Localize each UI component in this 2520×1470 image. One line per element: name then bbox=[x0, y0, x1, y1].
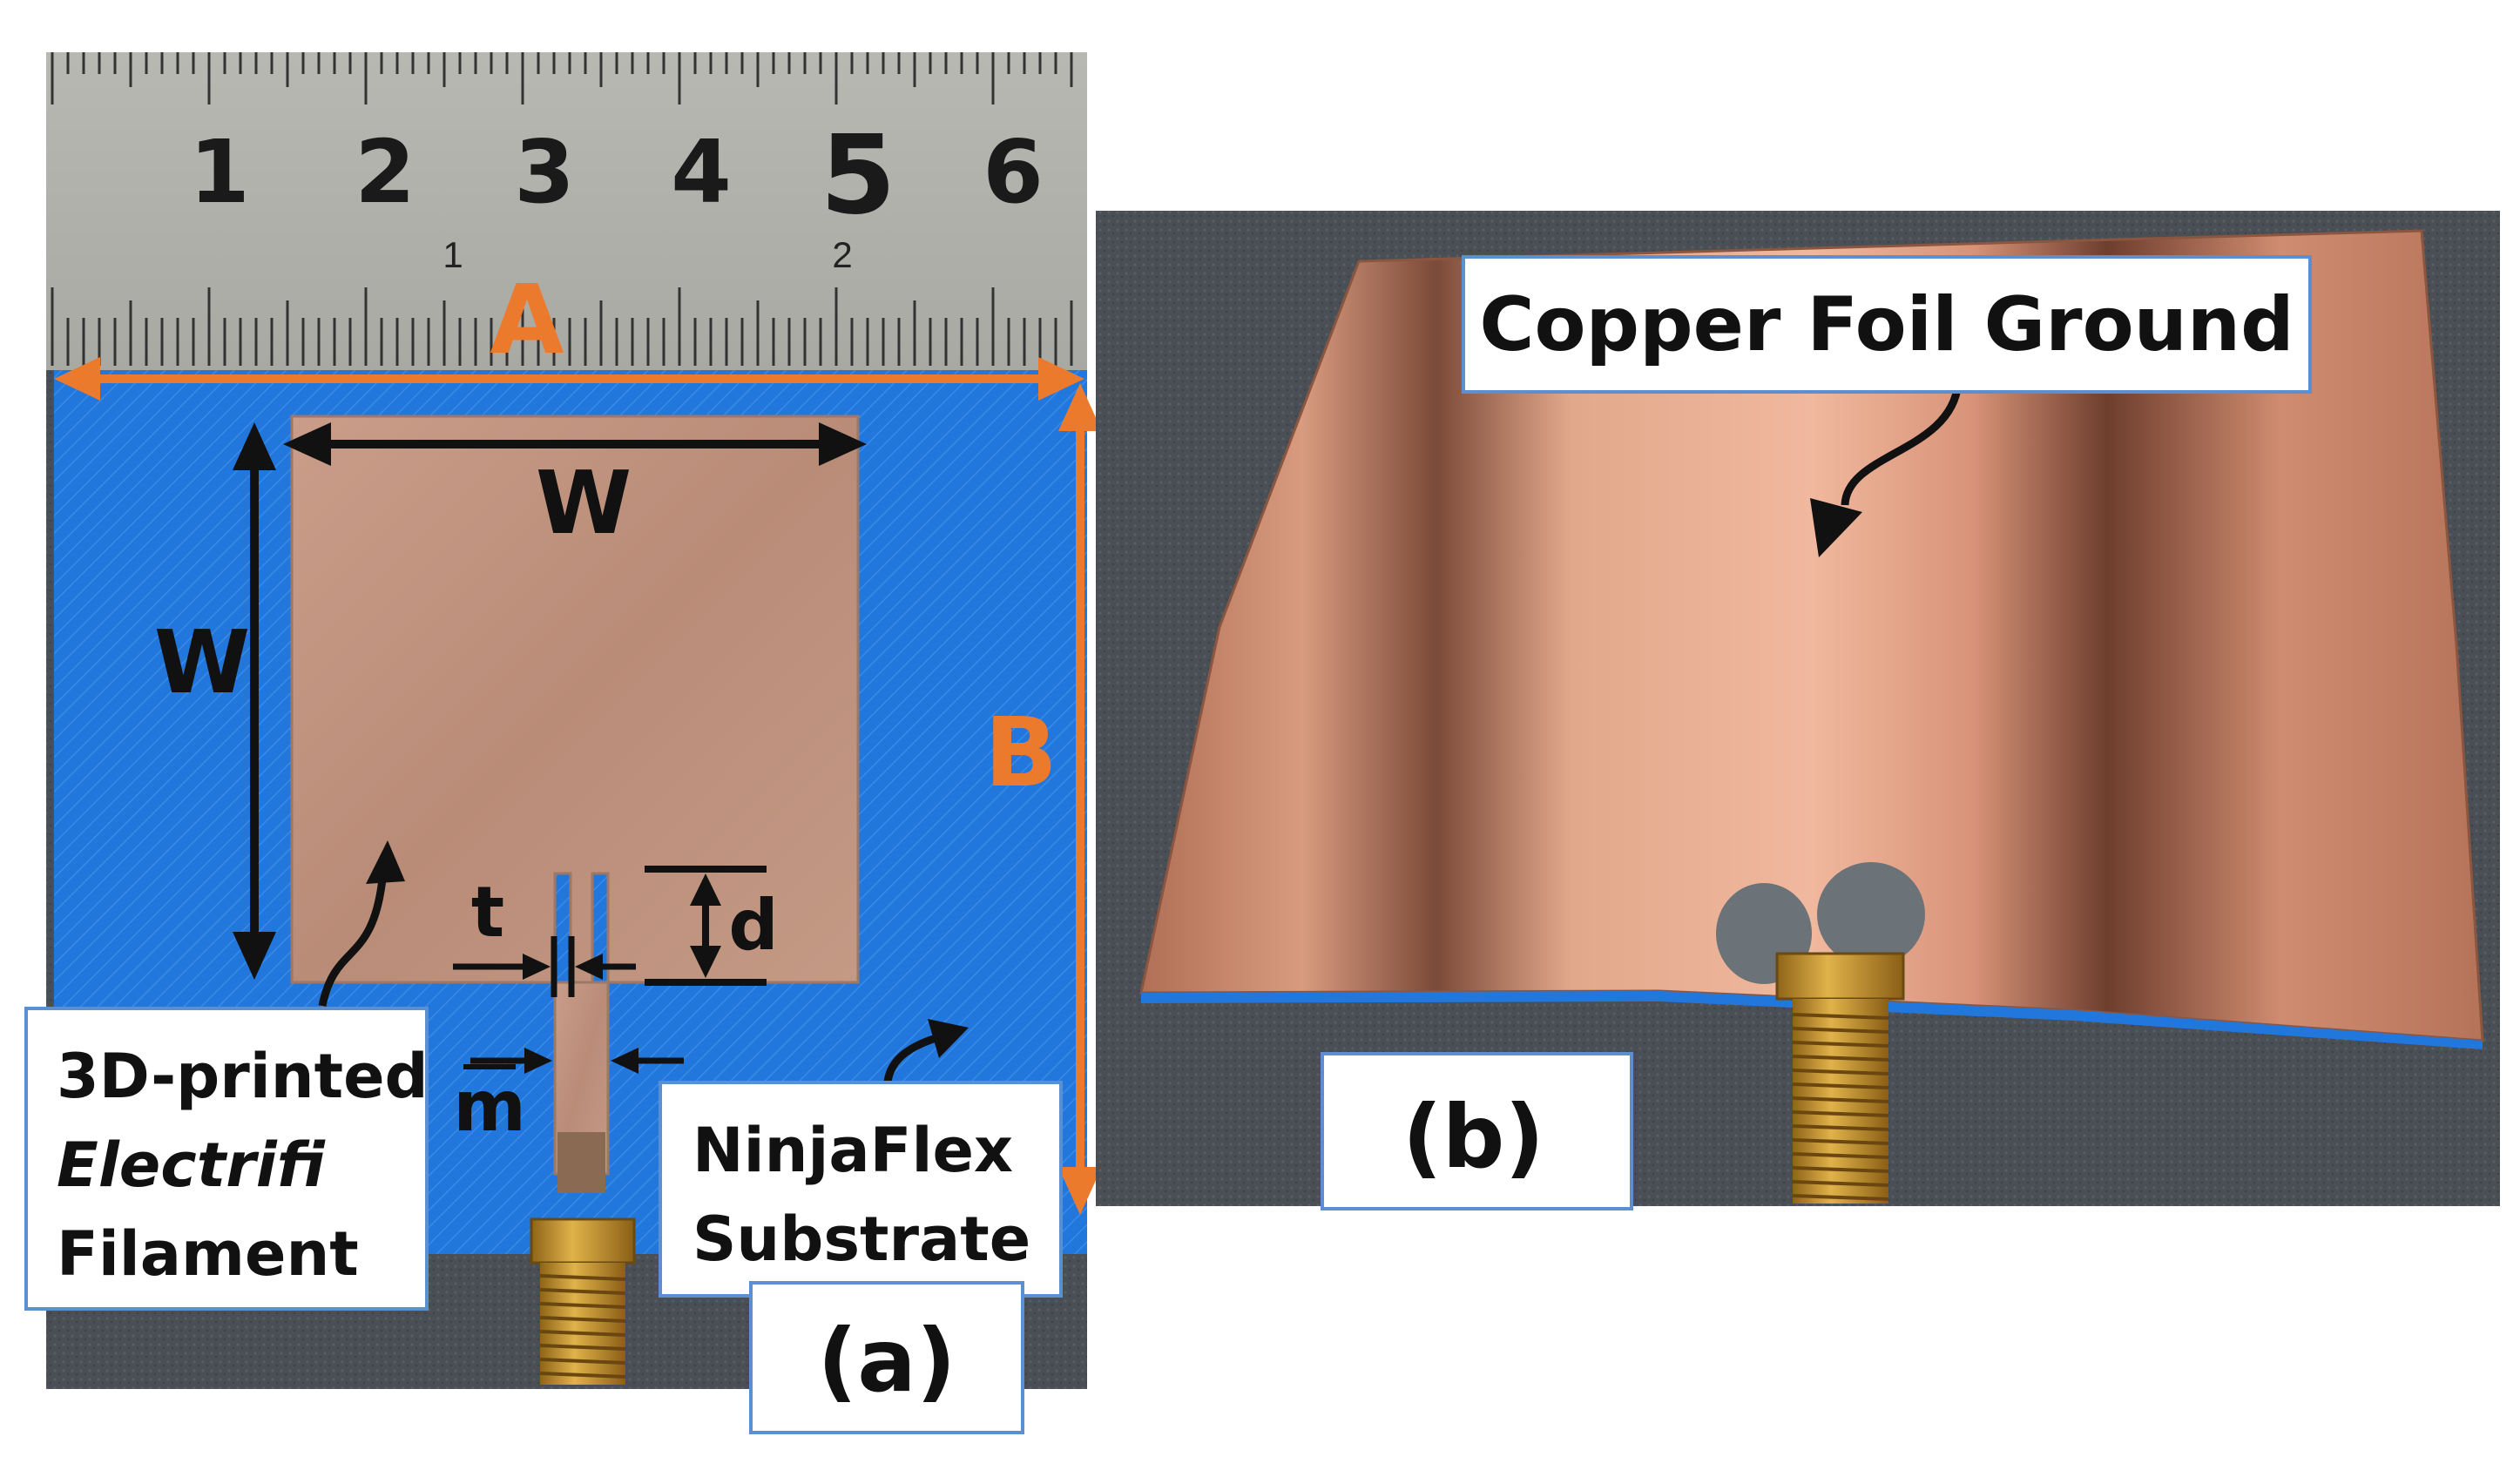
ruler-inch-2: 2 bbox=[832, 234, 852, 275]
panel-a-photo: 1 2 3 4 5 6 1 2 A bbox=[24, 52, 1102, 1434]
panel-b-caption: (b) bbox=[1321, 1052, 1633, 1210]
dimension-w-vertical bbox=[233, 422, 276, 980]
ruler-number-2: 2 bbox=[355, 121, 415, 223]
dimension-t-label: t bbox=[471, 872, 504, 953]
panel-a-caption-text: (a) bbox=[818, 1310, 956, 1412]
connector-thread bbox=[539, 1344, 626, 1351]
feed-solder bbox=[557, 1132, 605, 1193]
connector-thread bbox=[1792, 1041, 1889, 1048]
connector-thread bbox=[1792, 1180, 1889, 1187]
connector-thread bbox=[1792, 1069, 1889, 1076]
connector-thread bbox=[1792, 1027, 1889, 1034]
filament-label-line3: Filament bbox=[57, 1218, 359, 1290]
dimension-w-top-label: W bbox=[536, 452, 632, 554]
dimension-m-label: m bbox=[453, 1066, 525, 1147]
dimension-a-label: A bbox=[490, 264, 564, 375]
panel-b-photo: Copper Foil Ground (b) bbox=[1096, 211, 2500, 1210]
dimension-t bbox=[453, 936, 636, 997]
filament-callout: 3D-printed Electrifi Filament bbox=[24, 1007, 429, 1311]
connector-thread bbox=[539, 1302, 626, 1309]
connector-thread bbox=[1792, 1013, 1889, 1020]
dimension-d bbox=[645, 866, 767, 986]
dimension-b-label: B bbox=[984, 697, 1057, 808]
connector-thread bbox=[1792, 1055, 1889, 1062]
connector-thread bbox=[539, 1358, 626, 1365]
dimension-m bbox=[470, 1048, 684, 1074]
sma-connector-a bbox=[530, 1217, 636, 1385]
sma-connector-b bbox=[1775, 952, 1905, 1204]
ground-callout: Copper Foil Ground bbox=[1462, 255, 2312, 394]
substrate-callout: NinjaFlex Substrate bbox=[659, 1081, 1063, 1298]
connector-thread bbox=[539, 1316, 626, 1323]
ground-pointer-arrow bbox=[1841, 382, 1963, 506]
connector-thread bbox=[1792, 1166, 1889, 1173]
ruler-number-5: 5 bbox=[821, 112, 896, 239]
dimension-w-horizontal bbox=[283, 422, 867, 466]
connector-thread bbox=[539, 1372, 626, 1379]
dimension-w-side-label: W bbox=[154, 611, 250, 713]
panel-b-caption-text: (b) bbox=[1402, 1086, 1544, 1188]
ruler-number-4: 4 bbox=[671, 121, 732, 223]
connector-thread bbox=[539, 1288, 626, 1295]
ruler-number-3: 3 bbox=[514, 121, 575, 223]
connector-thread bbox=[1792, 1082, 1889, 1089]
substrate-pointer-head bbox=[928, 1019, 969, 1058]
dimension-a-arrow bbox=[54, 357, 1084, 401]
filament-pointer-arrow bbox=[318, 870, 388, 1007]
connector-thread bbox=[1792, 1194, 1889, 1201]
connector-thread bbox=[1792, 1124, 1889, 1131]
ground-pointer-head bbox=[1810, 498, 1862, 557]
ruler-inch-numbers: 1 2 bbox=[443, 234, 852, 275]
connector-thread bbox=[1792, 1110, 1889, 1117]
dimension-b-arrow bbox=[1058, 383, 1102, 1215]
connector-thread bbox=[539, 1330, 626, 1337]
dimension-d-label: d bbox=[728, 885, 778, 966]
connector-thread bbox=[539, 1274, 626, 1281]
substrate-label-line1: NinjaFlex bbox=[692, 1115, 1013, 1186]
connector-thread bbox=[1792, 1138, 1889, 1145]
filament-label-line2: Electrifi bbox=[57, 1129, 326, 1201]
substrate-label-line2: Substrate bbox=[692, 1204, 1030, 1275]
panel-a-caption: (a) bbox=[749, 1281, 1024, 1434]
ruler-cm-numbers: 1 2 3 4 5 6 bbox=[189, 112, 1044, 239]
filament-pointer-head bbox=[366, 840, 405, 884]
ruler-inch-1: 1 bbox=[443, 234, 463, 275]
connector-thread bbox=[1792, 1152, 1889, 1159]
ruler-number-1: 1 bbox=[189, 121, 250, 223]
filament-label-line1: 3D-printed bbox=[57, 1041, 429, 1112]
ground-label: Copper Foil Ground bbox=[1479, 281, 2294, 368]
ruler-number-6: 6 bbox=[983, 121, 1044, 223]
connector-thread bbox=[1792, 1096, 1889, 1103]
ruler-ticks bbox=[51, 52, 1073, 366]
